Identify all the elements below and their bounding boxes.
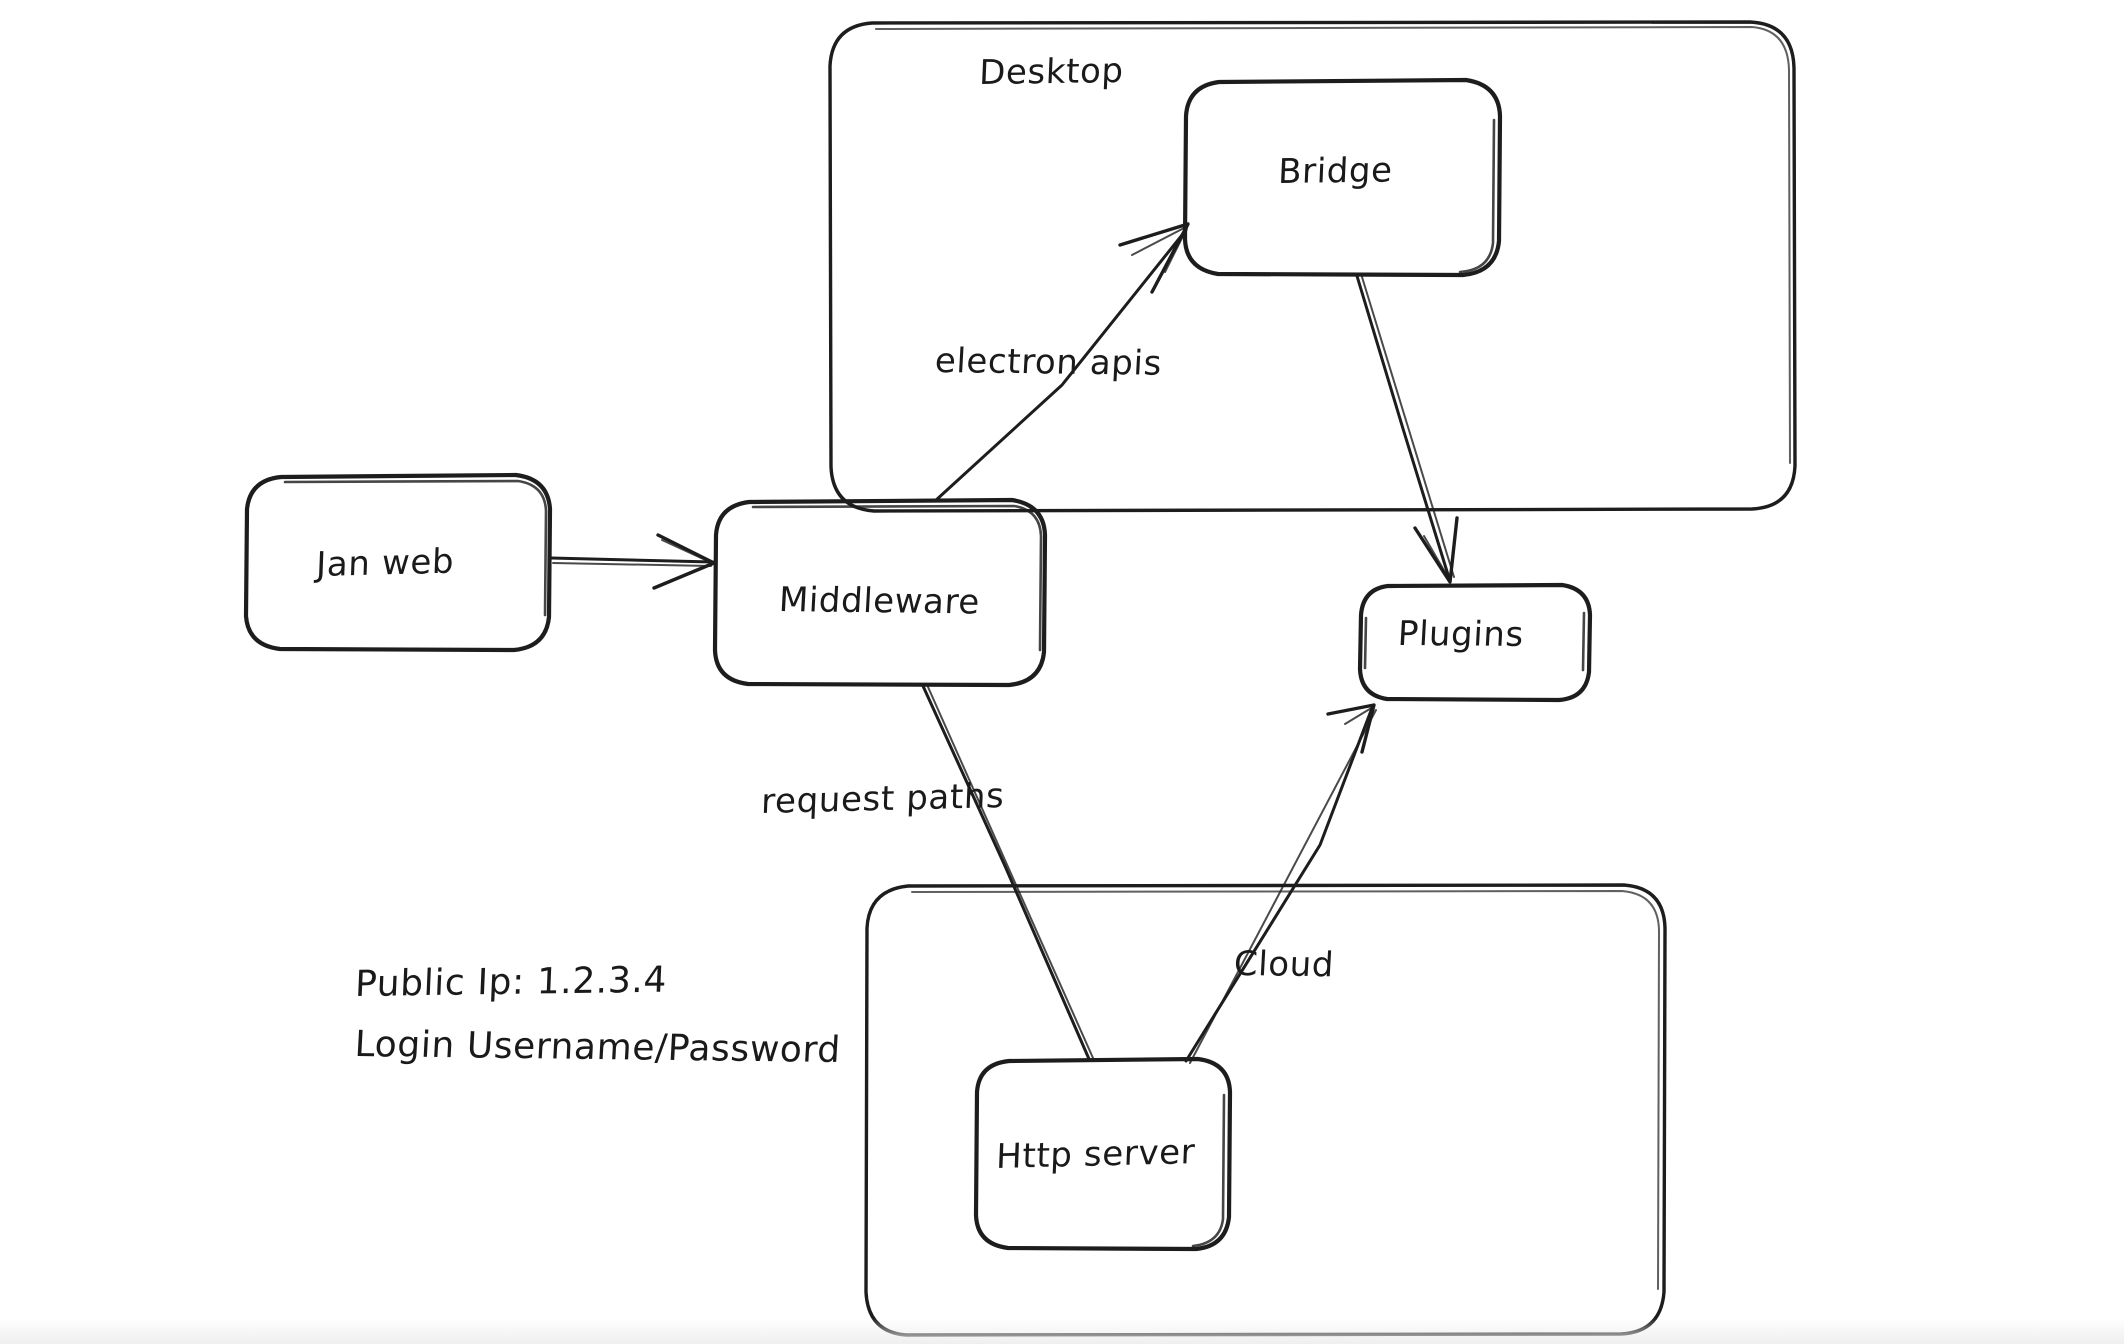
node-middleware-outline: [712, 497, 1048, 688]
note-login-credentials: Login Username/Password: [353, 1023, 842, 1071]
edge-label-request-paths: request paths: [760, 776, 1006, 822]
note-public-ip: Public Ip: 1.2.3.4: [354, 959, 668, 1005]
edge-middleware-to-bridge: [933, 222, 1190, 503]
node-jan-web-outline: [243, 472, 553, 653]
node-bridge-outline: [1182, 77, 1503, 278]
edge-janweb-to-middleware: [549, 533, 716, 590]
group-desktop-outline: [828, 20, 1797, 513]
edge-middleware-to-httpserver: [921, 684, 1094, 1061]
node-label-plugins: Plugins: [1396, 614, 1525, 655]
node-label-middleware: Middleware: [777, 580, 981, 623]
group-cloud-outline: [864, 883, 1667, 1337]
edge-bridge-to-plugins: [1355, 274, 1459, 584]
group-label-desktop: Desktop: [978, 50, 1125, 93]
edge-httpserver-to-plugins: [1184, 703, 1377, 1064]
node-label-bridge: Bridge: [1277, 150, 1394, 192]
node-label-jan-web: Jan web: [315, 541, 455, 585]
group-label-cloud: Cloud: [1232, 944, 1336, 986]
edge-label-electron-apis: electron apis: [933, 341, 1163, 384]
node-label-http-server: Http server: [995, 1132, 1197, 1177]
node-http-server-outline: [973, 1056, 1233, 1252]
node-plugins-outline: [1357, 582, 1593, 703]
